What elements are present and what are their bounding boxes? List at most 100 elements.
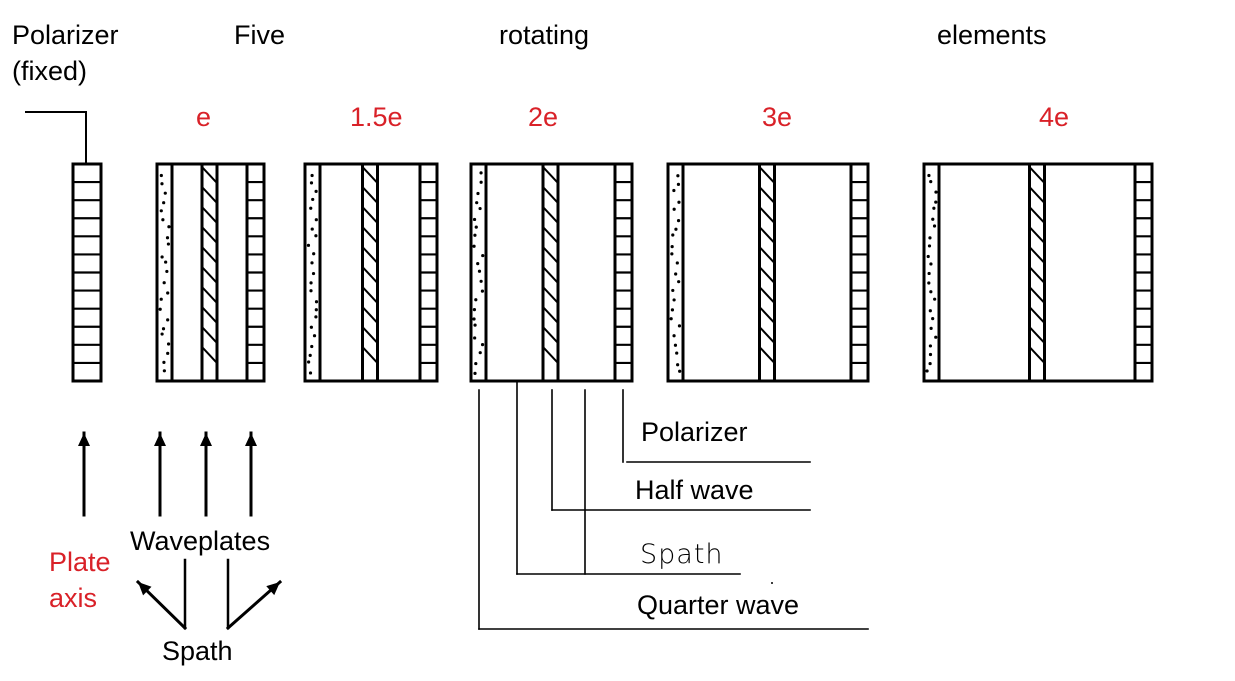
element-label-1-5e: 1.5e [350,102,403,132]
element-1-5e-half-wave-hatch [362,206,378,224]
stray-dot [771,582,773,584]
element-4e-spath-dot [927,173,931,178]
element-2e-spath-dot [479,171,483,175]
element-4e-spath-dot [925,369,929,373]
element-1-5e-spath-dot [309,325,313,329]
element-1-5e-spath-dot [312,252,316,256]
element-1-5e-half-wave-hatch [362,266,378,284]
element-4e-spath-dot [931,217,935,221]
waveplate-arrow-icon-head [245,433,257,446]
element-2e-spath-dot [481,253,485,258]
element-e-half-wave-hatch [201,326,218,344]
element-e-spath-dot [160,332,164,336]
element-3e-spath-dot [676,363,680,367]
element-2e-spath-dot [479,279,483,283]
element-3e-half-wave-hatch [759,186,775,204]
element-1-5e-spath-dot [308,353,312,357]
element-4e-spath-dot [931,317,935,321]
element-e-spath-dot [161,327,166,331]
element-3e-half-wave-hatch [759,326,775,344]
element-4e-spath-dot [927,271,931,276]
element-1-5e-spath-dot [310,261,314,265]
element-2e-half-wave-hatch [542,246,559,264]
element-3e-half-wave-hatch [759,226,775,244]
element-1-5e-spath-dot [314,218,318,222]
plate-axis-label-line2: axis [49,583,98,613]
element-e-half-wave-hatch [201,246,218,264]
element-e-spath-dot [159,209,163,213]
element-3e-half-wave-hatch [759,166,775,184]
element-e-spath-dot [160,182,164,186]
element-3e-spath-dot [672,298,676,302]
element-4e-spath-dot [932,206,936,210]
element-3e-half-wave-hatch [759,206,775,224]
element-4e-spath-dot [928,236,932,240]
element-2e-spath-dot [474,298,478,302]
element-1-5e-spath-dot [312,334,317,338]
element-4e-half-wave-hatch [1029,166,1045,184]
element-e-half-wave-hatch [201,286,218,304]
element-1-5e-half-wave-hatch [362,326,378,344]
plate-axis-label-line1: Plate [49,547,111,577]
element-label-2e: 2e [528,102,559,132]
waveplates-label: Waveplates [130,526,271,556]
element-2e-spath-dot [472,217,477,222]
element-4e-spath-dot [934,200,938,204]
element-e-spath-dot [161,218,165,222]
element-e-spath-dot [163,191,167,195]
plate-axis-arrow-icon-head [78,433,90,446]
element-e-spath-dot [165,236,170,240]
element-1-5e-spath-dot [310,227,314,231]
element-3e-spath-dot [669,317,673,321]
element-4e-half-wave-hatch [1029,306,1045,324]
element-2e-spath-dot [472,317,476,321]
element-4e-spath-dot [928,344,933,348]
element-3e-spath-dot [671,288,675,293]
element-2e-spath-dot [474,361,478,366]
element-1-5e-half-wave-hatch [362,166,378,184]
element-3e-half-wave-hatch [759,346,775,364]
element-4e-spath-dot [932,224,937,228]
element-e-spath-dot [158,307,162,311]
element-1-5e-spath-dot [314,308,318,312]
legend-polarizer: Polarizer [641,417,748,447]
element-3e-half-wave-hatch [759,306,775,324]
element-2e-half-wave-hatch [542,206,559,224]
element-1-5e-half-wave-hatch [362,246,378,264]
element-1-5e-spath-dot [306,243,311,247]
element-1-5e-spath-dot [311,271,316,276]
element-3e-spath-dot [676,174,680,178]
element-2e-spath-dot [480,343,485,347]
element-3e-spath-dot [677,280,681,284]
element-4e-half-wave-hatch [1029,206,1045,224]
spath-arrow-right-icon-head [266,582,280,596]
element-2e-spath-dot [473,323,477,327]
element-2e-half-wave-hatch [542,346,559,364]
element-1-5e-half-wave-hatch [362,186,378,204]
element-4e-half-wave-hatch [1029,246,1045,264]
legend-half-wave: Half wave [635,475,754,505]
element-e-half-wave-hatch [201,306,218,324]
element-1-5e-spath-dot [311,197,315,202]
element-3e-spath-dot [670,308,675,312]
element-e-spath-dot [165,269,169,274]
element-2e-spath-dot [474,225,478,229]
element-3e-half-wave-hatch [759,266,775,284]
header-word-five: Five [234,20,286,50]
element-2e-spath-dot [472,244,476,248]
element-2e-spath-dot [479,180,483,184]
element-4e-half-wave-hatch [1029,186,1045,204]
element-e-spath-dot [166,342,171,346]
element-3e-spath-dot [672,207,676,211]
element-e-spath-dot [162,281,166,285]
header-word-rotating: rotating [499,20,590,50]
element-e-spath-dot [162,369,166,373]
element-2e-half-wave-hatch [542,286,559,304]
element-1-5e-spath-dot [307,360,311,364]
element-4e-half-wave-hatch [1029,226,1045,244]
element-e-spath-dot [166,351,170,355]
element-2e-half-wave-hatch [542,326,559,344]
waveplate-arrow-icon-head [200,433,212,446]
element-1-5e-spath-dot [314,189,318,193]
element-2e-spath-dot [476,262,480,266]
